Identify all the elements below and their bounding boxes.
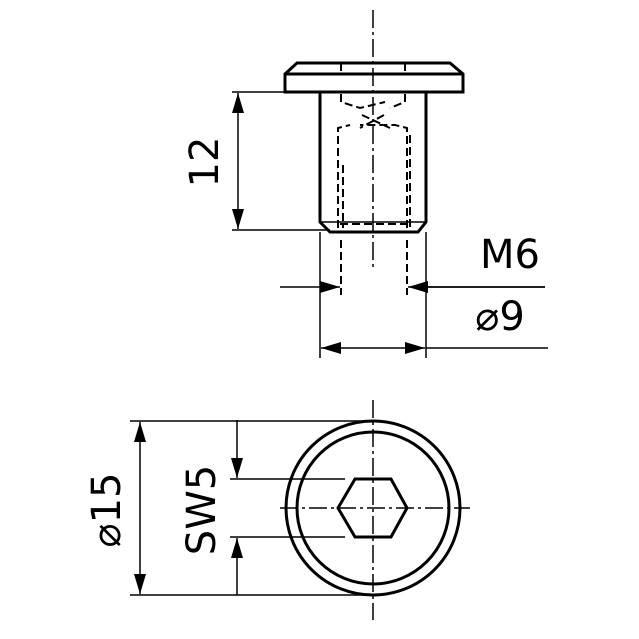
dimension-shank-diameter: ⌀9 [321, 294, 548, 354]
length-label: 12 [182, 137, 228, 188]
socket-size-label: SW5 [179, 465, 225, 555]
screw-shank [318, 92, 428, 234]
head-diameter-label: ⌀15 [84, 473, 130, 548]
head-inner-circle [295, 430, 451, 586]
shank-diameter-label: ⌀9 [475, 294, 525, 340]
dimension-length: 12 [182, 91, 330, 231]
dimension-socket-size: SW5 [179, 420, 345, 595]
dimension-thread: M6 [280, 232, 545, 358]
hidden-socket-lines [337, 63, 411, 228]
thread-label: M6 [480, 232, 540, 278]
side-view [283, 10, 465, 268]
screw-head [283, 61, 465, 94]
dimension-head-diameter: ⌀15 [84, 420, 373, 596]
end-view [280, 400, 470, 620]
hex-socket [336, 477, 409, 539]
